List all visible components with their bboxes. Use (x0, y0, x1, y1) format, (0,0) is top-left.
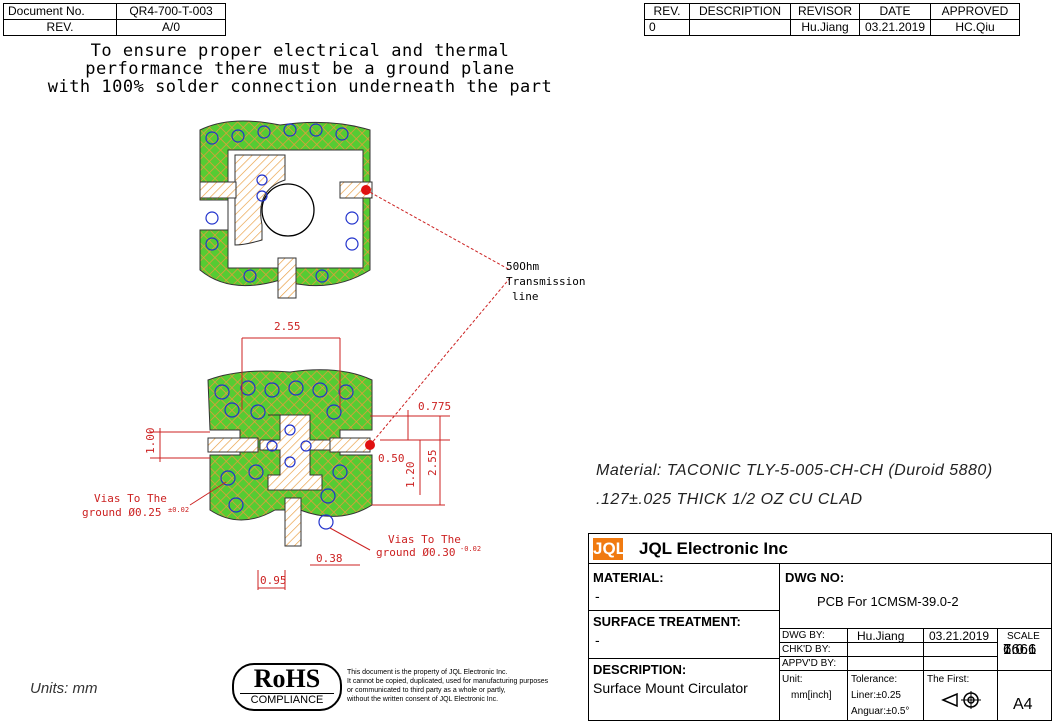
notice-line-4: without the written consent of JQL Elect… (347, 696, 499, 703)
description-col-header: DESCRIPTION (689, 3, 791, 20)
dim-038: 0.38 (316, 552, 343, 565)
rev-label: REV. (3, 19, 117, 36)
note-line-1: To ensure proper electrical and thermal (90, 41, 510, 61)
sheet-size: A4 (1013, 696, 1033, 713)
surface-treatment-label: SURFACE TREATMENT: (593, 614, 741, 629)
top-footprint (199, 120, 373, 299)
dwg-no-label: DWG NO: (785, 570, 845, 585)
angular-tolerance: Anguar:±0.5° (851, 706, 910, 717)
date-cell: 03.21.2019 (859, 19, 931, 36)
dim-100: 1.00 (144, 428, 157, 455)
notice-line-3: or communicated to third party as a whol… (347, 687, 506, 694)
first-angle-projection-icon (941, 691, 981, 709)
rohs-title: RoHS (253, 664, 321, 693)
unit-label: Unit: (782, 674, 803, 685)
description-value: Surface Mount Circulator (593, 680, 748, 696)
unit-value: mm[inch] (791, 690, 832, 701)
via-left-tolerance: ±0.02 (168, 506, 189, 514)
material-line-1: Material: TACONIC TLY-5-005-CH-CH (Duroi… (596, 462, 993, 479)
material-line-2: .127±.025 THICK 1/2 OZ CU CLAD (596, 491, 863, 508)
note-line-2: performance there must be a ground plane (85, 59, 515, 79)
approved-col-header: APPROVED (930, 3, 1020, 20)
material-label: MATERIAL: (593, 570, 664, 585)
note-line-3: with 100% solder connection underneath t… (47, 77, 553, 97)
dwg-by-label: DWG BY: (782, 630, 825, 641)
material-value: - (595, 588, 600, 604)
scale-label: SCALE (1007, 631, 1040, 642)
via-right-line-2: ground Ø0.30 (376, 546, 455, 559)
dwg-by-value: Hu.Jiang (857, 629, 905, 643)
bottom-footprint (207, 369, 375, 547)
liner-tolerance: Liner:±0.25 (851, 690, 901, 701)
rohs-sub: COMPLIANCE (240, 693, 334, 706)
via-right-tolerance: -0.02 (460, 545, 481, 553)
dwg-date: 03.21.2019 (929, 629, 990, 643)
document-info-table: Document No. QR4-700-T-003 REV. A/0 (3, 3, 226, 36)
tolerance-label: Tolerance: (851, 674, 898, 685)
revisor-col-header: REVISOR (790, 3, 860, 20)
via-right-line-1: Vias To The (388, 533, 461, 546)
company-name: JQL Electronic Inc (639, 539, 788, 558)
property-notice: This document is the property of JQL Ele… (347, 668, 587, 704)
dwg-no-value: PCB For 1CMSM-39.0-2 (817, 594, 959, 609)
the-first-label: The First: (927, 674, 970, 685)
apprvd-by-label: APPV'D BY: (782, 658, 837, 669)
dim-095: 0.95 (260, 574, 287, 587)
rev-col-header: REV. (644, 3, 690, 20)
dim-0775: 0.775 (418, 400, 451, 413)
via-left-line-2: ground Ø0.25 (82, 506, 161, 519)
ground-plane-note: To ensure proper electrical and thermal … (40, 42, 560, 96)
rev-cell: 0 (644, 19, 690, 36)
description-cell (689, 19, 791, 36)
line-label-1: 50Ohm (506, 260, 539, 273)
units-label: Units: mm (30, 680, 98, 697)
dim-255-top: 2.55 (274, 320, 301, 333)
dim-050: 0.50 (378, 452, 405, 465)
jql-logo: JQL (593, 538, 627, 560)
notice-line-1: This document is the property of JQL Ele… (347, 669, 508, 676)
title-block: JQL JQL Electronic Inc MATERIAL: - SURFA… (588, 533, 1052, 721)
doc-no-label: Document No. (3, 3, 117, 20)
dim-255-side: 2.55 (426, 450, 439, 477)
approved-cell: HC.Qiu (930, 19, 1020, 36)
rev-value: A/0 (116, 19, 226, 36)
chkd-by-label: CHK'D BY: (782, 644, 831, 655)
revisor-cell: Hu.Jiang (790, 19, 860, 36)
notice-line-2: It cannot be copied, duplicated, used fo… (347, 678, 549, 685)
doc-no-value: QR4-700-T-003 (116, 3, 226, 20)
surface-treatment-value: - (595, 632, 600, 648)
description-label: DESCRIPTION: (593, 662, 687, 677)
line-label-2: Transmission (506, 275, 585, 288)
scale-value-1: 1:0.1 (1003, 641, 1037, 658)
scale-value-2: 6666 (1003, 641, 1037, 658)
via-left-line-1: Vias To The (94, 492, 167, 505)
revision-table: REV. DESCRIPTION REVISOR DATE APPROVED 0… (644, 3, 1020, 36)
line-label-3: line (512, 290, 539, 303)
date-col-header: DATE (859, 3, 931, 20)
dim-120: 1.20 (404, 462, 417, 489)
pcb-layout-drawing: 50Ohm Transmission line 2.55 0.775 1.00 … (82, 120, 585, 590)
rohs-badge: RoHS COMPLIANCE (232, 663, 342, 711)
scale-value-3: 7 (1003, 641, 1012, 658)
